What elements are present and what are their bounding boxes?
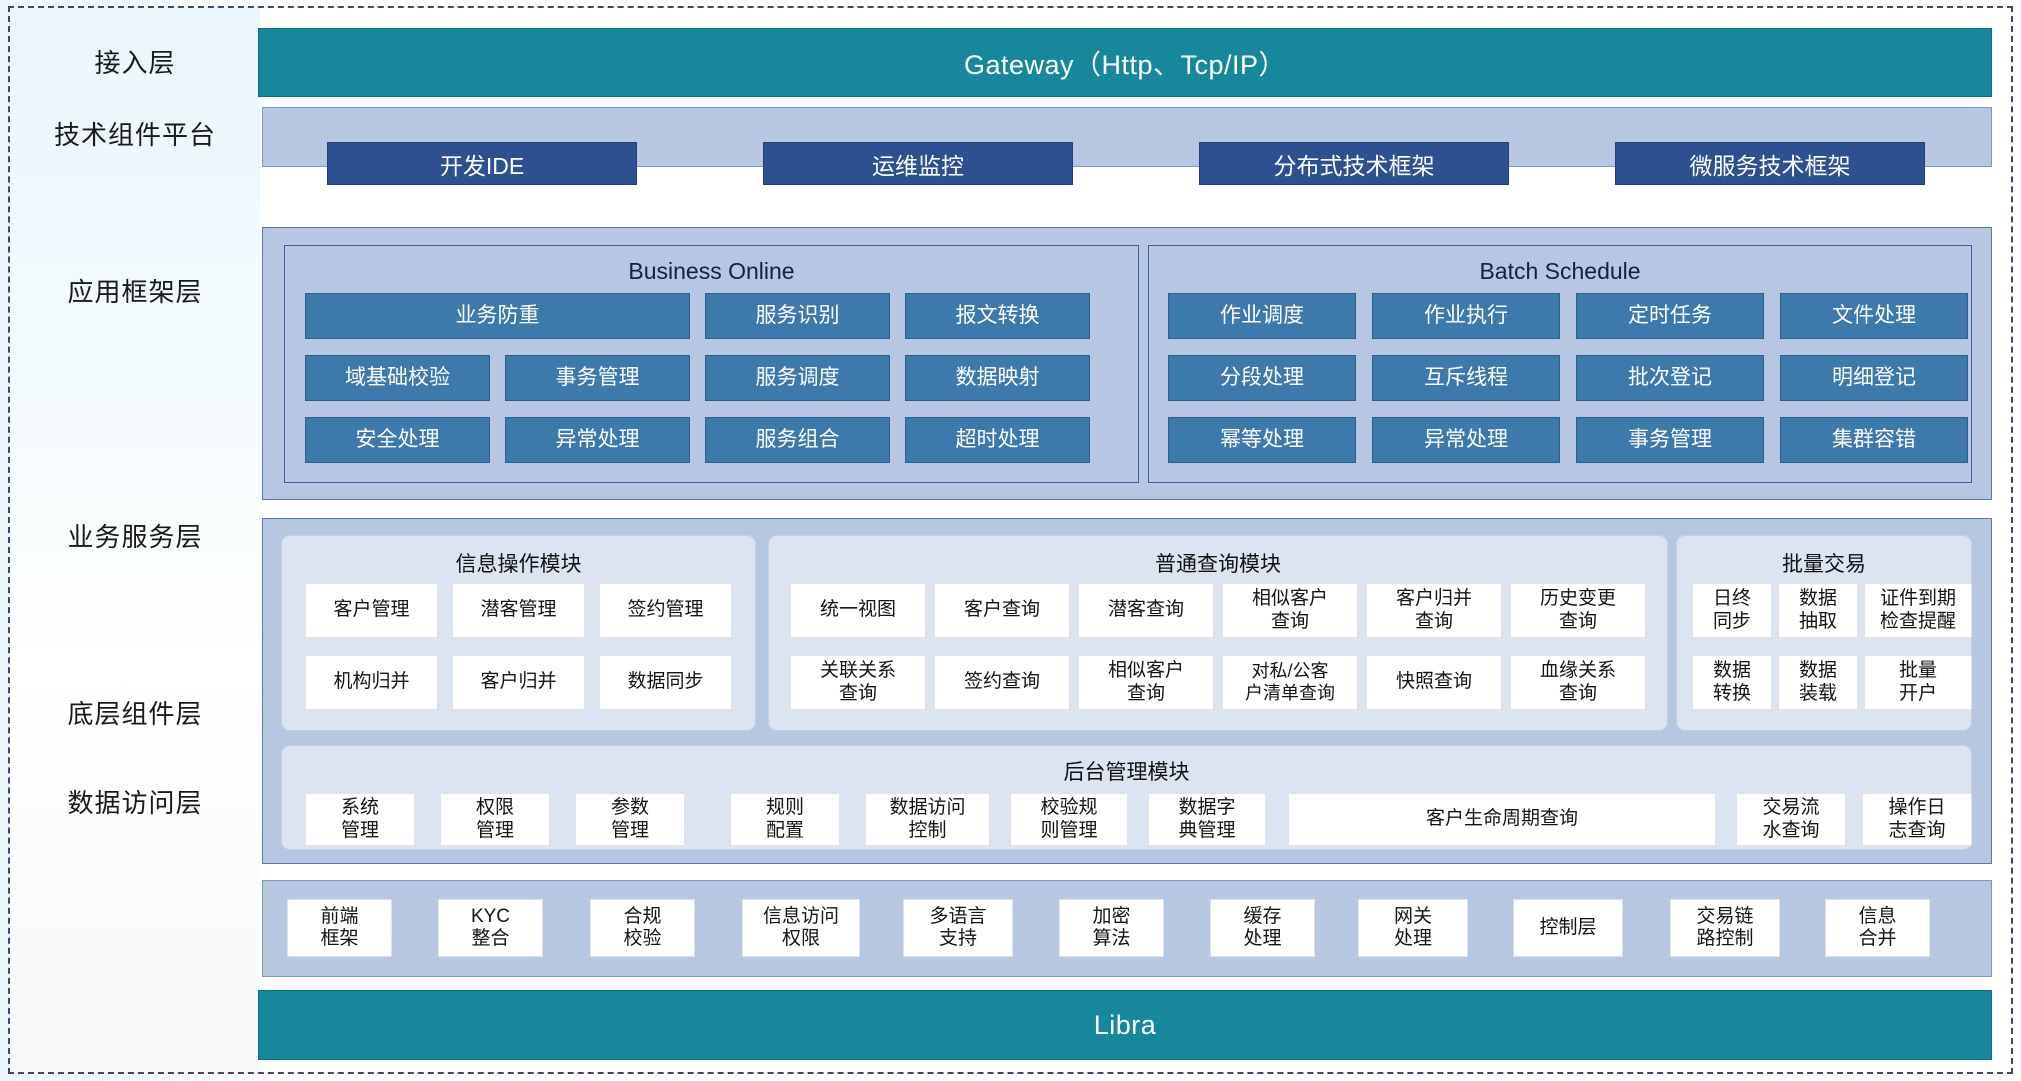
tech-chip-microservice[interactable]: 微服务技术框架 [1615, 142, 1925, 185]
bo-chip-diaodu[interactable]: 服务调度 [705, 355, 890, 401]
cq-chip-qkcx[interactable]: 潜客查询 [1078, 583, 1214, 638]
cq-chip-kzcx[interactable]: 快照查询 [1366, 655, 1502, 710]
bo-chip-zuhe[interactable]: 服务组合 [705, 417, 890, 463]
cl-chip-qdkj[interactable]: 前端 框架 [287, 899, 392, 957]
bo-chip-fangzhong[interactable]: 业务防重 [305, 293, 690, 339]
cq-chip-lsbg[interactable]: 历史变更 查询 [1510, 583, 1646, 638]
io-chip-qkgl[interactable]: 潜客管理 [452, 583, 585, 638]
bs-chip-huchi[interactable]: 互斥线程 [1372, 355, 1560, 401]
libra-bar[interactable]: Libra [258, 990, 1992, 1060]
cl-chip-xxfwqx[interactable]: 信息访问 权限 [742, 899, 860, 957]
bo-chip-shibie[interactable]: 服务识别 [705, 293, 890, 339]
bm-chip-qxgl[interactable]: 权限 管理 [440, 793, 550, 846]
cl-chip-kyc[interactable]: KYC 整合 [438, 899, 543, 957]
cq-chip-tyst[interactable]: 统一视图 [790, 583, 926, 638]
cl-chip-hgjy[interactable]: 合规 校验 [590, 899, 695, 957]
info-operation-title: 信息操作模块 [455, 553, 582, 576]
common-query-title: 普通查询模块 [1155, 553, 1281, 576]
bo-chip-yichang[interactable]: 异常处理 [505, 417, 690, 463]
layer-label-appframe: 应用框架层 [67, 277, 203, 307]
cq-chip-xskh[interactable]: 相似客户 查询 [1222, 583, 1358, 638]
layer-label-dataaccess: 数据访问层 [67, 788, 203, 818]
batch-transaction-title: 批量交易 [1782, 553, 1866, 576]
bs-chip-dingshi[interactable]: 定时任务 [1576, 293, 1764, 339]
bm-chip-xtgl[interactable]: 系统 管理 [305, 793, 415, 846]
left-label-band [10, 8, 260, 1072]
cl-chip-jmsf[interactable]: 加密 算法 [1059, 899, 1164, 957]
bm-chip-jygz[interactable]: 校验规 则管理 [1010, 793, 1128, 846]
backend-management-title: 后台管理模块 [1063, 761, 1190, 784]
bs-chip-zuoyezhixing[interactable]: 作业执行 [1372, 293, 1560, 339]
bs-chip-wenjian[interactable]: 文件处理 [1780, 293, 1968, 339]
bt-chip-zjdq[interactable]: 证件到期 检查提醒 [1864, 583, 1972, 638]
cl-chip-wgcl[interactable]: 网关 处理 [1358, 899, 1468, 957]
bm-chip-czrz[interactable]: 操作日 志查询 [1862, 793, 1972, 846]
bs-chip-pici[interactable]: 批次登记 [1576, 355, 1764, 401]
cq-chip-khcx[interactable]: 客户查询 [934, 583, 1070, 638]
bs-chip-midengchuli[interactable]: 幂等处理 [1168, 417, 1356, 463]
layer-label-bizservice: 业务服务层 [67, 522, 203, 552]
bo-chip-zhuanhuan[interactable]: 报文转换 [905, 293, 1090, 339]
bs-chip-fenduan[interactable]: 分段处理 [1168, 355, 1356, 401]
cl-chip-kzc[interactable]: 控制层 [1513, 899, 1623, 957]
cq-chip-glgx[interactable]: 关联关系 查询 [790, 655, 926, 710]
tech-chip-distributed[interactable]: 分布式技术框架 [1199, 142, 1509, 185]
cq-chip-xygx[interactable]: 血缘关系 查询 [1510, 655, 1646, 710]
bt-chip-sjcq[interactable]: 数据 抽取 [1778, 583, 1858, 638]
io-chip-khgb[interactable]: 客户归并 [452, 655, 585, 710]
io-chip-khgl[interactable]: 客户管理 [305, 583, 438, 638]
bs-chip-mingxi[interactable]: 明细登记 [1780, 355, 1968, 401]
cq-chip-xskh2[interactable]: 相似客户 查询 [1078, 655, 1214, 710]
bs-chip-jiqun[interactable]: 集群容错 [1780, 417, 1968, 463]
cl-chip-dyyzc[interactable]: 多语言 支持 [903, 899, 1013, 957]
cl-chip-hccl[interactable]: 缓存 处理 [1210, 899, 1315, 957]
bm-chip-sjfwkz[interactable]: 数据访问 控制 [865, 793, 990, 846]
cl-chip-xxhb[interactable]: 信息 合并 [1825, 899, 1930, 957]
layer-label-component: 底层组件层 [67, 699, 203, 729]
io-chip-sjtb[interactable]: 数据同步 [599, 655, 732, 710]
bm-chip-jyls[interactable]: 交易流 水查询 [1736, 793, 1846, 846]
bo-chip-yingshe[interactable]: 数据映射 [905, 355, 1090, 401]
bt-chip-plkh[interactable]: 批量 开户 [1864, 655, 1972, 710]
business-online-title: Business Online [628, 258, 795, 284]
tech-chip-ide[interactable]: 开发IDE [327, 142, 637, 185]
bt-chip-rztb[interactable]: 日终 同步 [1692, 583, 1772, 638]
bm-chip-csgl[interactable]: 参数 管理 [575, 793, 685, 846]
bt-chip-sjzz[interactable]: 数据 装载 [1778, 655, 1858, 710]
bm-chip-gzpz[interactable]: 规则 配置 [730, 793, 840, 846]
bo-chip-anquan[interactable]: 安全处理 [305, 417, 490, 463]
gateway-bar[interactable]: Gateway（Http、Tcp/IP） [258, 28, 1992, 97]
cl-chip-jylkz[interactable]: 交易链 路控制 [1670, 899, 1780, 957]
cq-chip-khgb[interactable]: 客户归并 查询 [1366, 583, 1502, 638]
bo-chip-chaoshi[interactable]: 超时处理 [905, 417, 1090, 463]
tech-chip-ops[interactable]: 运维监控 [763, 142, 1073, 185]
bt-chip-sjzh[interactable]: 数据 转换 [1692, 655, 1772, 710]
batch-schedule-title: Batch Schedule [1479, 258, 1641, 284]
bs-chip-shiwu[interactable]: 事务管理 [1576, 417, 1764, 463]
bo-chip-shiwu[interactable]: 事务管理 [505, 355, 690, 401]
bm-chip-sjzd[interactable]: 数据字 典管理 [1148, 793, 1266, 846]
bo-chip-yujiaoyan[interactable]: 域基础校验 [305, 355, 490, 401]
io-chip-jggb[interactable]: 机构归并 [305, 655, 438, 710]
io-chip-qygl[interactable]: 签约管理 [599, 583, 732, 638]
bs-chip-zuoyediaodu[interactable]: 作业调度 [1168, 293, 1356, 339]
cq-chip-qycx[interactable]: 签约查询 [934, 655, 1070, 710]
layer-label-tech: 技术组件平台 [53, 120, 216, 150]
bs-chip-yichang[interactable]: 异常处理 [1372, 417, 1560, 463]
bm-chip-khsmzq[interactable]: 客户生命周期查询 [1288, 793, 1716, 846]
layer-label-access: 接入层 [94, 48, 176, 78]
cq-chip-dsgk[interactable]: 对私/公客 户清单查询 [1222, 655, 1358, 710]
